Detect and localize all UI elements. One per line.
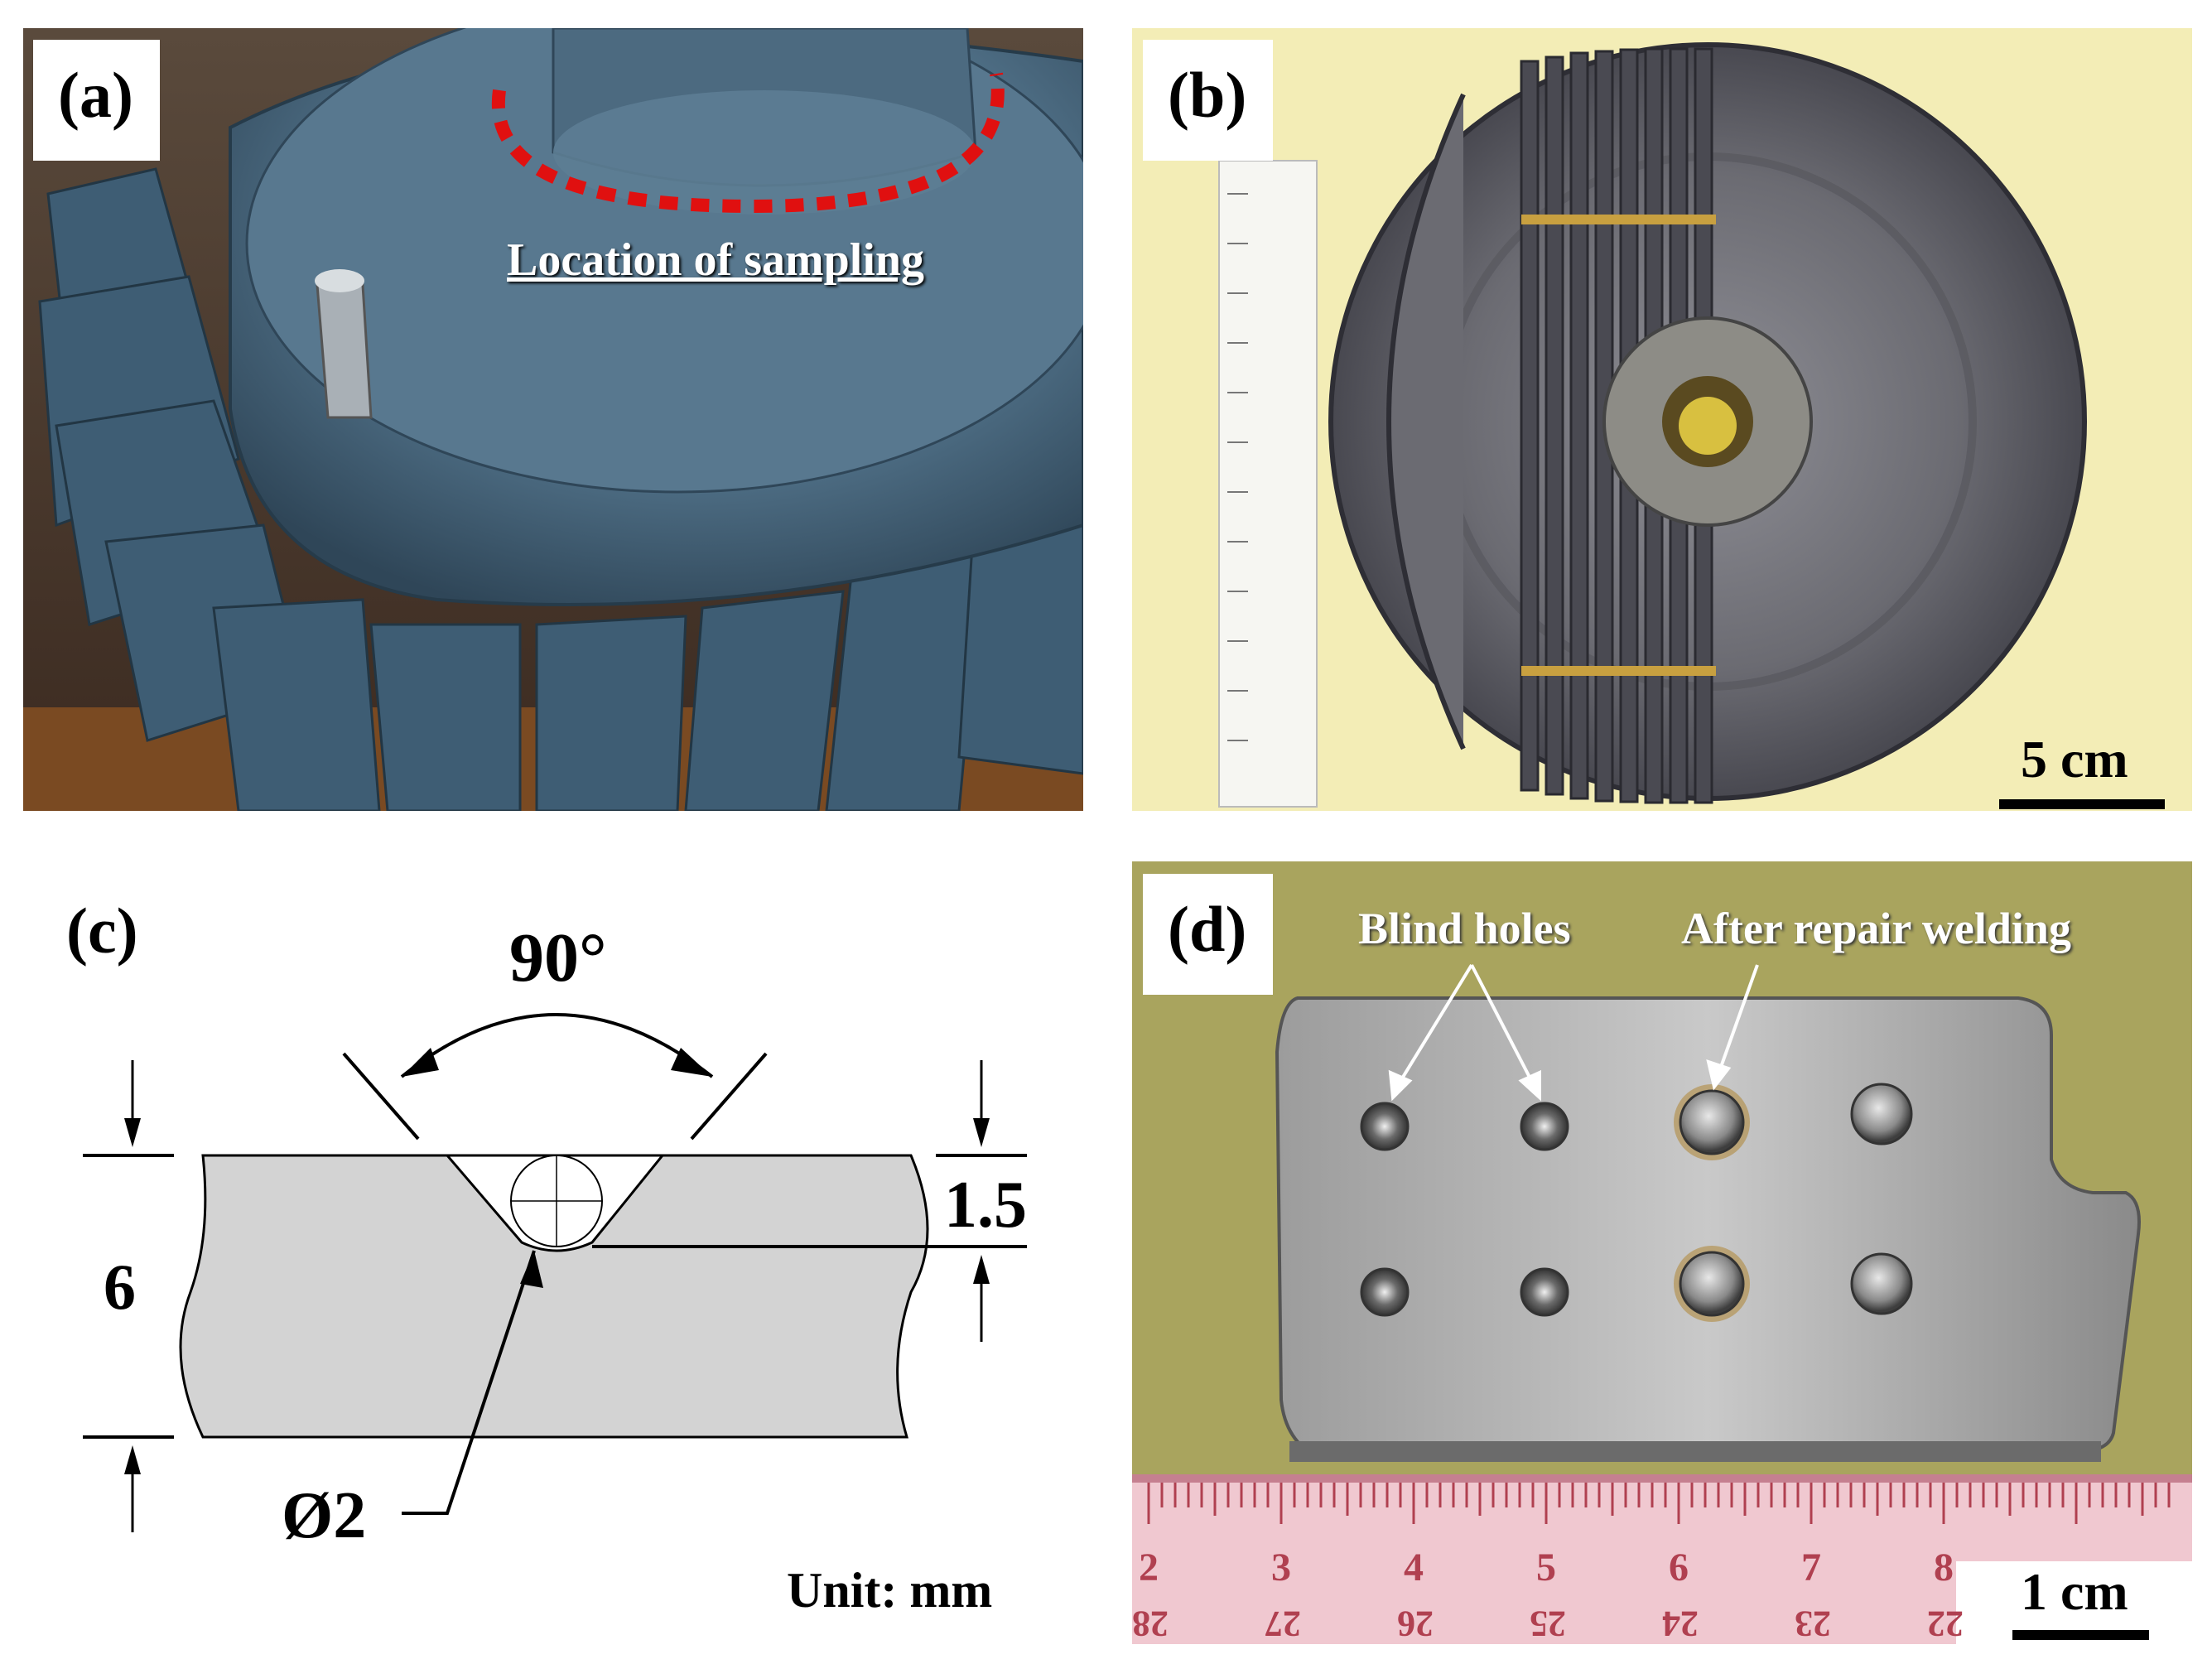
panel-b-label: (b) xyxy=(1143,40,1274,161)
welded-hole xyxy=(1679,1089,1745,1155)
ruler-number-inverted: 26 xyxy=(1397,1604,1434,1644)
panel-c-label: (c) xyxy=(66,895,138,967)
welded-hole xyxy=(1850,1252,1913,1315)
panel-b-disk-photo xyxy=(1132,28,2192,811)
blind-hole xyxy=(1360,1267,1410,1317)
groove-cross-section xyxy=(83,1013,1027,1532)
thickness-label: 6 xyxy=(104,1251,136,1323)
diameter-label: Ø2 xyxy=(282,1479,367,1552)
unit-label: Unit: mm xyxy=(787,1563,993,1618)
blind-hole xyxy=(1520,1267,1569,1317)
panel-d-label: (d) xyxy=(1143,874,1274,995)
ruler-number: 3 xyxy=(1271,1546,1291,1589)
panel-c-groove-diagram xyxy=(0,870,1110,1664)
scale-bar-d xyxy=(2012,1630,2149,1640)
ruler-number: 7 xyxy=(1801,1546,1821,1589)
ruler-number-inverted: 22 xyxy=(1927,1604,1964,1644)
welded-hole xyxy=(1850,1083,1913,1146)
scale-bar-b-label: 5 cm xyxy=(2021,730,2128,789)
turbine-wheel-image xyxy=(23,28,1083,811)
blind-hole xyxy=(1360,1102,1410,1151)
ruler-number-inverted: 28 xyxy=(1132,1604,1169,1644)
sampling-location-label: Location of sampling xyxy=(507,234,925,286)
ruler-number: 4 xyxy=(1404,1546,1424,1589)
ruler-number-inverted: 24 xyxy=(1662,1604,1699,1644)
scale-bar-b xyxy=(1999,799,2165,809)
sampling-marker xyxy=(491,72,1005,214)
ruler-number-inverted: 23 xyxy=(1795,1604,1831,1644)
welded-hole xyxy=(1679,1251,1745,1317)
sectioned-disk-image xyxy=(1132,28,2192,811)
ruler-number: 5 xyxy=(1536,1546,1556,1589)
ruler-number: 2 xyxy=(1139,1546,1159,1589)
depth-label: 1.5 xyxy=(944,1169,1027,1242)
ruler-number-inverted: 25 xyxy=(1530,1604,1566,1644)
ruler-numbers-inverted: 28 27 26 25 24 23 22 xyxy=(1132,1603,1964,1648)
panel-a-label: (a) xyxy=(33,40,160,161)
panel-d-plate-photo xyxy=(1132,861,2192,1644)
blind-hole xyxy=(1520,1102,1569,1151)
ruler-number: 6 xyxy=(1669,1546,1689,1589)
angle-label: 90° xyxy=(509,919,607,996)
ruler-numbers: 2 3 4 5 6 7 8 xyxy=(1132,1545,1960,1594)
scale-bar-d-label: 1 cm xyxy=(2021,1562,2128,1621)
ruler-number: 8 xyxy=(1934,1546,1954,1589)
blind-holes-label: Blind holes xyxy=(1358,904,1571,953)
panel-a-turbine-photo xyxy=(23,28,1083,811)
ruler-number-inverted: 27 xyxy=(1265,1604,1301,1644)
welded-plate-image xyxy=(1132,861,2192,1644)
repair-welding-label: After repair welding xyxy=(1681,904,2071,953)
